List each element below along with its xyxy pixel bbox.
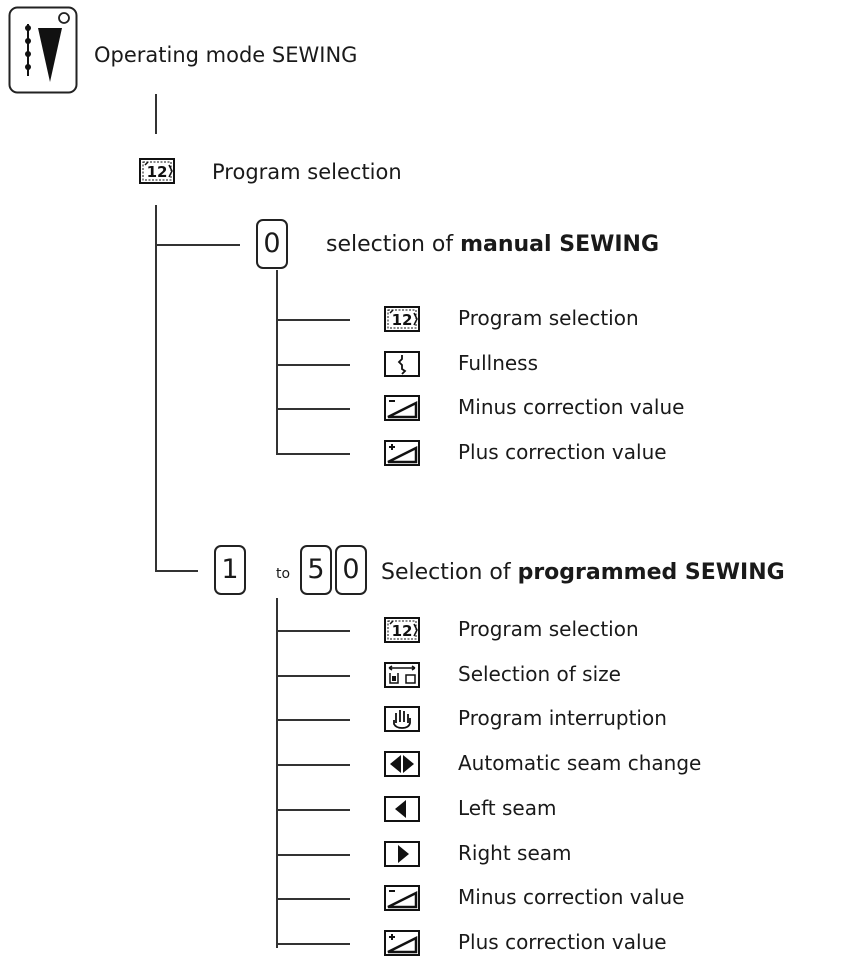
branch-line-manual [155,244,240,246]
programmed-heading-prefix: Selection of [381,560,518,585]
manual-heading-emph: manual SEWING [460,232,660,257]
row-connector [276,942,350,945]
right-seam-icon [384,841,420,867]
row-connector [276,408,350,410]
branch-line-programmed [155,570,198,572]
programmed-subtrunk [276,598,278,948]
root-label: Operating mode SEWING [94,43,358,67]
item-label: Left seam [458,795,557,820]
row-connector [276,452,350,455]
key-0-second[interactable]: 0 [335,545,367,595]
fullness-icon [384,351,420,377]
connector-line [155,94,157,134]
row-connector [276,719,350,722]
program-selection-label: Program selection [212,160,402,184]
item-label: Fullness [458,350,539,375]
item-label: Minus correction value [458,885,685,910]
programmed-heading: Selection of programmed SEWING [381,562,785,584]
item-label: Plus correction value [458,929,667,954]
manual-subtrunk [276,270,278,453]
row-connector [276,630,350,632]
row-connector [276,853,350,856]
to-word: to [276,566,291,582]
hand-stop-icon [384,706,420,732]
program-selection-icon [139,158,175,184]
item-label: Right seam [458,840,572,865]
sewing-mode-icon [8,6,78,94]
key-5[interactable]: 5 [300,545,332,595]
item-label: Plus correction value [458,439,667,464]
item-label: Program interruption [458,706,667,731]
program-selection-icon [384,617,420,643]
row-connector [276,764,350,767]
programmed-heading-emph: programmed SEWING [517,560,785,585]
size-selection-icon [384,662,420,688]
auto-seam-change-icon [384,751,420,777]
trunk-line [155,205,157,571]
manual-heading-prefix: selection of [326,232,461,257]
plus-correction-icon [384,440,420,466]
plus-correction-icon [384,930,420,956]
item-label: Minus correction value [458,395,685,419]
row-connector [276,319,350,321]
item-label: Program selection [458,617,639,641]
minus-correction-icon [384,885,420,911]
program-selection-icon [384,306,420,332]
row-connector [276,808,350,811]
key-0[interactable]: 0 [256,219,288,269]
manual-heading: selection of manual SEWING [326,234,659,256]
item-label: Selection of size [458,661,621,686]
item-label: Program selection [458,306,639,330]
row-connector [276,363,350,366]
row-connector [276,674,350,677]
item-label: Automatic seam change [458,751,702,776]
left-seam-icon [384,796,420,822]
row-connector [276,898,350,901]
minus-correction-icon [384,395,420,421]
key-1[interactable]: 1 [214,545,246,595]
